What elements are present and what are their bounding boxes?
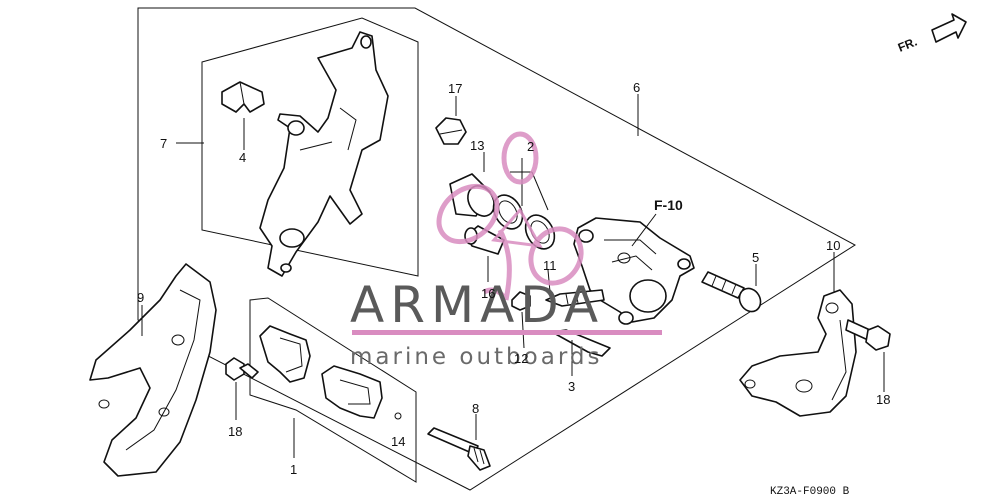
caliper-bolt: [701, 271, 762, 313]
callout-18-right: 18: [876, 392, 890, 407]
callout-14: 14: [391, 434, 405, 449]
watermark-flower-icon: [436, 131, 584, 302]
callout-9: 9: [137, 290, 144, 305]
callout-7: 7: [160, 136, 167, 151]
group-box-main: [137, 7, 856, 491]
callout-17: 17: [448, 81, 462, 96]
callout-13: 13: [470, 138, 484, 153]
callout-1: 1: [290, 462, 297, 477]
drawing-code: KZ3A-F0900 B: [770, 486, 850, 498]
watermark: ARMADA marine outboards: [350, 131, 662, 370]
watermark-rule: [352, 330, 662, 335]
group-box-pads: [249, 297, 417, 483]
bleeder-screw: [545, 289, 605, 307]
group-box-bracket: [201, 17, 419, 277]
piston: [449, 173, 495, 217]
callout-16: 16: [481, 286, 495, 301]
callout-4: 4: [239, 150, 246, 165]
guard-bolt-left: [225, 357, 259, 381]
callout-6: 6: [633, 80, 640, 95]
watermark-tagline: marine outboards: [350, 344, 602, 370]
brake-pads: [259, 325, 402, 420]
callout-10: 10: [826, 238, 840, 253]
callout-3: 3: [568, 379, 575, 394]
pad-spring: [221, 81, 265, 113]
disc-guard: [89, 263, 217, 477]
callout-2: 2: [527, 139, 534, 154]
callout-18-left: 18: [228, 424, 242, 439]
pad-pin: [427, 427, 491, 471]
leader-lines: [141, 94, 885, 458]
callout-5: 5: [752, 250, 759, 265]
front-direction-label: FR.: [896, 35, 919, 55]
bleeder-cap: [435, 117, 467, 145]
callout-12: 12: [514, 351, 528, 366]
piston-seals: [492, 194, 556, 250]
callout-8: 8: [472, 401, 479, 416]
front-direction-arrow: FR.: [896, 13, 967, 55]
callout-11: 11: [543, 258, 557, 273]
watermark-brand: ARMADA: [350, 276, 604, 334]
callouts: 1 2 3 4 5 6 7 8 9 10 11 12 13 14 16 17 1…: [137, 80, 890, 477]
caliper-bracket: [259, 31, 389, 277]
hex-nut: [511, 291, 531, 311]
protector-bolt: [845, 319, 891, 351]
reference-label: F-10: [654, 197, 683, 213]
